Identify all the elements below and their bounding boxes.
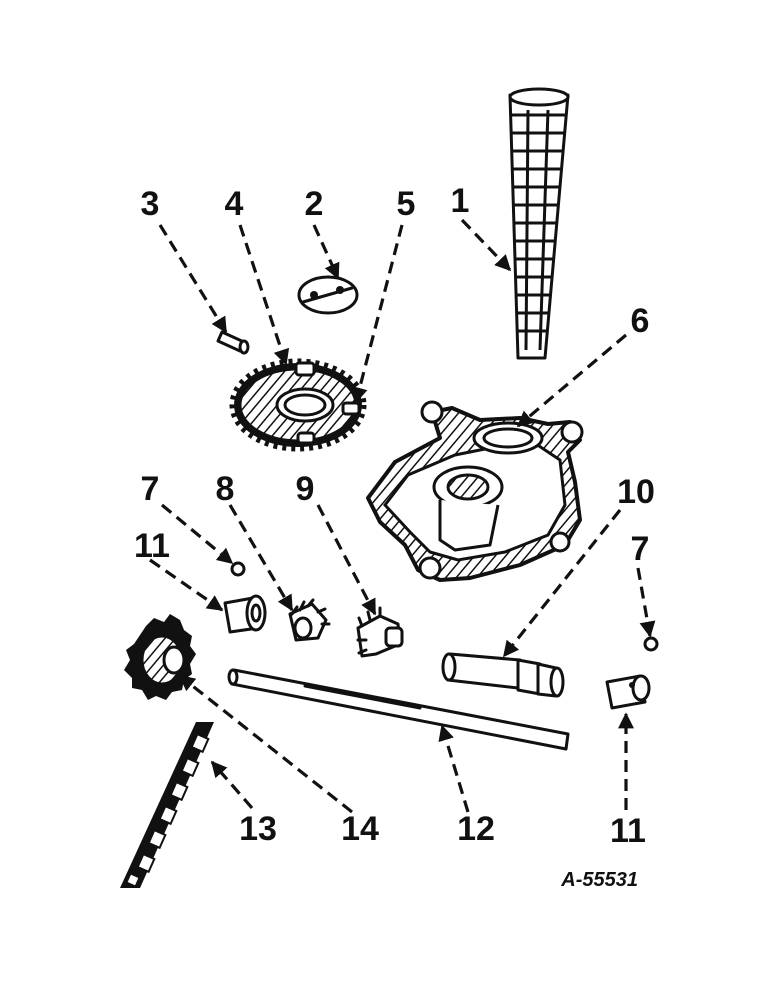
leader-3 <box>158 224 228 334</box>
part-11-bushing-left <box>223 594 267 634</box>
part-3-bolt <box>216 330 250 355</box>
leader-4 <box>238 224 290 366</box>
callout-14: 14 <box>341 810 379 848</box>
callout-7-right: 7 <box>631 530 650 568</box>
part-2-plate <box>297 275 359 315</box>
callout-3: 3 <box>141 185 160 223</box>
drawing-number: A-55531 <box>560 869 638 891</box>
leader-12 <box>438 724 470 813</box>
leader-10 <box>502 509 622 658</box>
leader-11-left <box>149 558 224 612</box>
part-4-gear <box>229 358 367 452</box>
callout-9: 9 <box>296 470 315 508</box>
part-8-bevel-gear <box>288 598 331 642</box>
part-11-bushing-right <box>605 674 651 710</box>
leader-6 <box>516 333 628 428</box>
part-7-nut-right <box>643 636 659 652</box>
callout-6: 6 <box>631 302 650 340</box>
part-1-tube <box>508 87 570 360</box>
leader-14 <box>178 674 353 814</box>
callouts: 1 2 3 4 5 6 7 8 9 10 11 7 13 14 12 11 <box>134 182 655 850</box>
part-12-shaft <box>227 668 570 751</box>
callout-13: 13 <box>239 810 277 848</box>
part-9-bevel-gear <box>356 606 404 658</box>
leader-13 <box>210 760 254 810</box>
callout-8: 8 <box>216 470 235 508</box>
callout-11-right: 11 <box>610 812 646 850</box>
callout-11-left: 11 <box>134 527 170 565</box>
leader-8 <box>228 504 294 612</box>
part-13-chain <box>120 722 214 888</box>
callout-7-left: 7 <box>141 470 160 508</box>
callout-4: 4 <box>225 185 244 223</box>
leader-5 <box>351 224 404 404</box>
callout-12: 12 <box>457 810 495 848</box>
callout-5: 5 <box>397 185 416 223</box>
leader-7-left <box>160 503 234 565</box>
leader-lines <box>149 218 656 814</box>
part-6-housing <box>366 400 584 582</box>
callout-1: 1 <box>451 182 470 220</box>
leader-1 <box>460 218 512 272</box>
leader-9 <box>316 504 377 616</box>
leader-7-right <box>636 567 656 638</box>
part-5-pin <box>341 401 361 416</box>
callout-2: 2 <box>305 185 324 223</box>
part-10-coupling <box>441 652 565 698</box>
callout-10: 10 <box>617 473 655 511</box>
leader-2 <box>312 224 340 280</box>
part-14-sprocket <box>124 614 196 700</box>
part-7-nut-left <box>230 561 246 577</box>
